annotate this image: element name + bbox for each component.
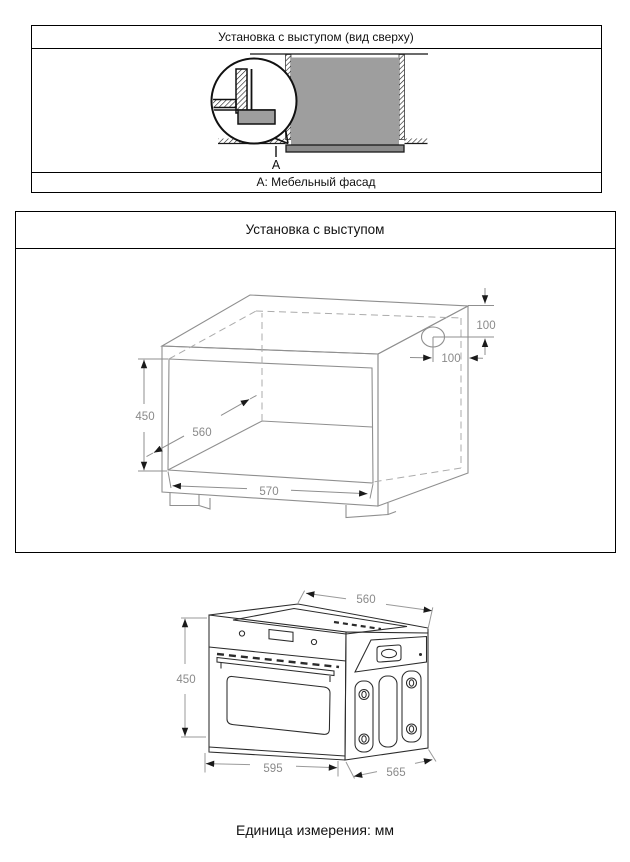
cabinet-diagram-area <box>16 249 615 552</box>
dim-oven-top-depth-value: 560 <box>356 594 375 606</box>
dim-oven-side-depth-value: 565 <box>386 767 405 779</box>
vent-slots-front <box>216 652 340 669</box>
top-panel-title: Установка с выступом (вид сверху) <box>31 26 601 49</box>
middle-panel-title: Установка с выступом <box>15 212 615 249</box>
oven-front-face <box>208 614 347 761</box>
knob-right <box>310 638 318 646</box>
side-screw-dot <box>418 652 423 657</box>
dim-oven-width: 595 <box>204 753 339 777</box>
dim-oven-height: 450 <box>176 617 207 738</box>
control-panel-edge <box>208 646 347 662</box>
dim-oven-width-value: 595 <box>263 763 282 775</box>
dim-oven-top-depth: 560 <box>297 590 434 630</box>
knob-left <box>238 630 246 637</box>
middle-panel: Установка с выступом <box>14 210 616 553</box>
top-panel: Установка с выступом (вид сверху) A: Меб… <box>30 25 602 193</box>
top-recess <box>232 607 408 635</box>
door-window <box>226 675 331 735</box>
door-handle <box>216 656 335 682</box>
display-window <box>268 628 294 643</box>
vent-slots-top <box>333 620 382 631</box>
dim-oven-height-value: 450 <box>176 674 195 686</box>
oven-top-face <box>208 603 429 633</box>
side-bracket <box>354 635 428 673</box>
dim-oven-side-depth: 565 <box>345 749 437 779</box>
oven-drawing: 560 450 595 565 <box>176 590 437 779</box>
top-panel-caption: A: Мебельный фасад <box>31 171 601 193</box>
side-panels <box>354 670 422 753</box>
bracket-hole-oval <box>380 648 398 659</box>
unit-note: Единица измерения: мм <box>236 822 394 838</box>
oven-side-face <box>344 631 429 761</box>
side-rivets <box>358 677 418 745</box>
bracket-hole <box>376 644 402 663</box>
door-bottom-line <box>208 746 346 757</box>
top-view-diagram-area <box>32 49 601 172</box>
